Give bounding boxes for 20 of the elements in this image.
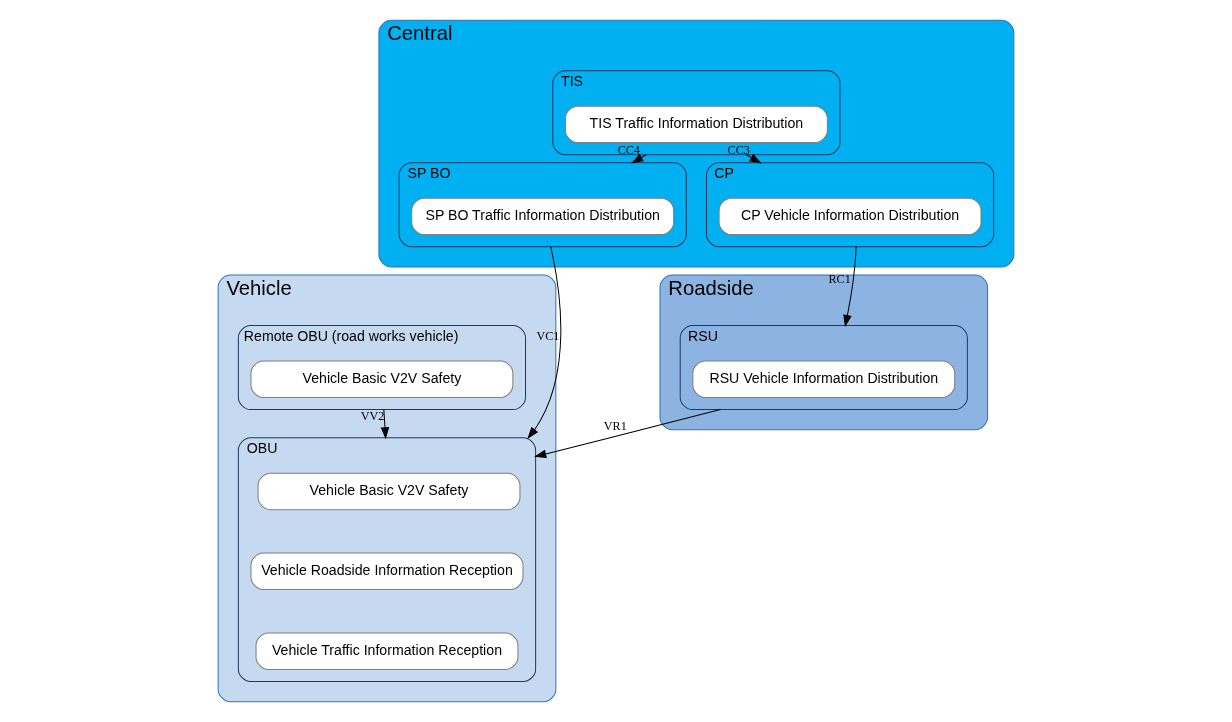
node-box: Vehicle Roadside Information Reception: [250, 552, 524, 590]
node-box: RSU Vehicle Information Distribution: [692, 360, 956, 398]
arrow: [534, 409, 721, 459]
node-box: Vehicle Traffic Information Reception: [255, 632, 519, 670]
node-box: SP BO Traffic Information Distribution: [411, 197, 675, 236]
arrow: [843, 246, 857, 328]
node-box: Vehicle Basic V2V Safety: [250, 360, 514, 398]
edge-label: VR1: [603, 418, 627, 433]
arrow: [380, 409, 390, 440]
edge-label: RC1: [828, 272, 851, 287]
edge-label: VC1: [536, 328, 560, 343]
edge-label: VV2: [360, 409, 385, 424]
edge-label: CC3: [727, 143, 750, 158]
arrow: [527, 246, 562, 440]
edge-label: CC4: [617, 143, 640, 158]
node-box: TIS Traffic Information Distribution: [564, 105, 828, 144]
node-box: CP Vehicle Information Distribution: [718, 197, 982, 236]
arrow: [745, 153, 762, 164]
node-box: Vehicle Basic V2V Safety: [257, 472, 521, 511]
arrow: [631, 153, 647, 164]
